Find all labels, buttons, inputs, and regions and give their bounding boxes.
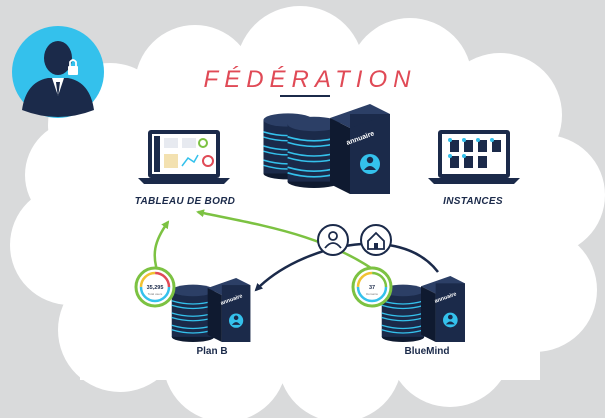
central-database-icon <box>262 112 342 189</box>
planb-server-icon <box>207 278 251 342</box>
bluemind-gauge: 37 Domains <box>351 266 393 308</box>
bluemind-server-icon <box>421 276 465 342</box>
central-server-icon <box>330 104 390 194</box>
user-icon <box>317 224 349 256</box>
planb-label: Plan B <box>196 346 228 357</box>
bluemind-gauge-value: 37 <box>369 285 375 291</box>
instances-laptop-icon <box>428 130 520 184</box>
dashboard-label: TABLEAU DE BORD <box>134 196 236 207</box>
dashboard-laptop-icon <box>138 130 230 184</box>
page-title: FÉDÉRATION <box>203 66 417 93</box>
planb-gauge-sub: Total users <box>148 292 163 296</box>
planb-gauge-value: 35,295 <box>147 285 164 291</box>
bluemind-label: BlueMind <box>404 346 450 357</box>
home-icon <box>360 224 392 256</box>
user-lock-icon <box>12 26 104 118</box>
bluemind-gauge-sub: Domains <box>366 292 378 296</box>
arrow-bluemind-to-dashboard <box>196 209 386 279</box>
arrow-bluemind-to-planb <box>254 242 439 292</box>
instances-label: INSTANCES <box>443 196 503 207</box>
planb-gauge: 35,295 Total users <box>134 266 176 308</box>
